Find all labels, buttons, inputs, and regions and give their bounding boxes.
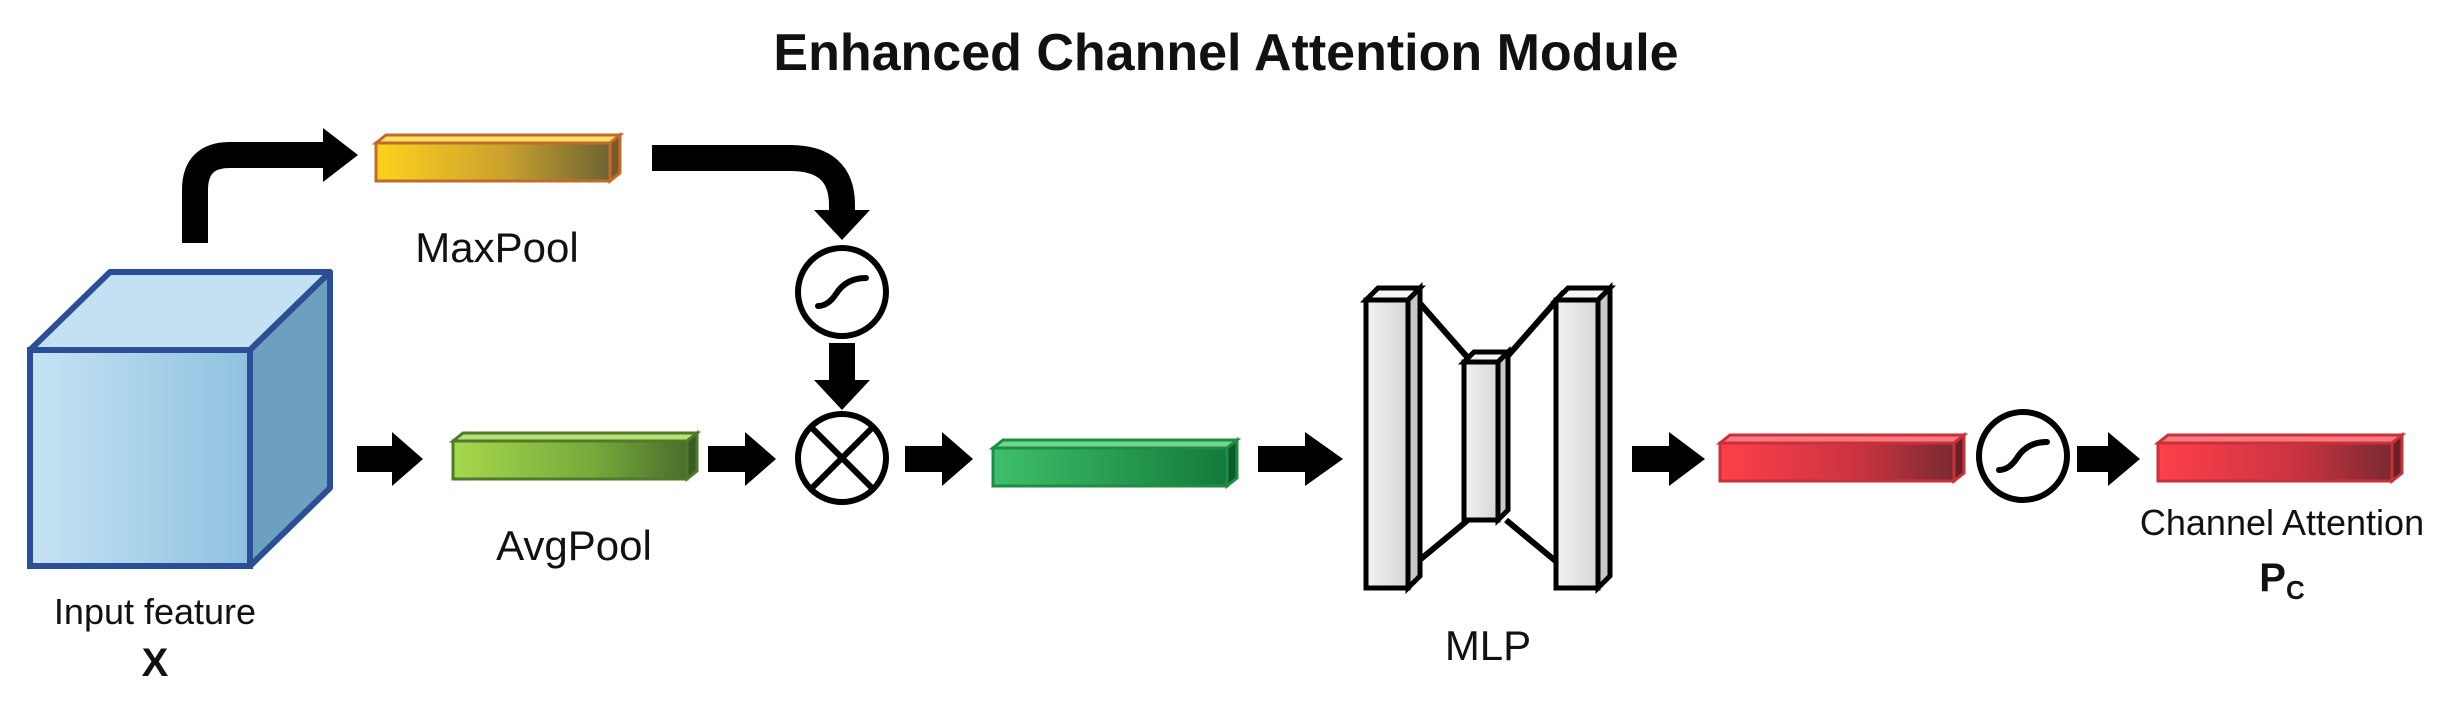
maxpool-label: MaxPool	[415, 224, 578, 271]
arrow-icon	[1258, 432, 1343, 486]
mlp-label: MLP	[1445, 622, 1531, 669]
arrow-icon	[357, 432, 423, 486]
channel-attention-label: Channel Attention	[2140, 502, 2424, 543]
output-symbol-subscript: C	[2286, 575, 2305, 605]
input-feature-label: Input feature	[54, 591, 256, 632]
arrow-icon	[905, 432, 973, 486]
weighted-feature-bar	[988, 436, 1242, 490]
avgpool-label: AvgPool	[496, 522, 652, 569]
mlp-block	[1359, 281, 1617, 595]
input-feature-symbol: X	[142, 641, 169, 685]
channel-attention-bar	[2153, 431, 2407, 485]
maxpool-bar	[371, 131, 625, 185]
mlp-output-bar	[1715, 431, 1969, 485]
sigmoid-icon	[795, 245, 889, 339]
arrow-icon	[2077, 432, 2140, 486]
arrow-icon	[1632, 432, 1705, 486]
diagram-title: Enhanced Channel Attention Module	[773, 24, 1678, 82]
channel-attention-symbol: PC	[2259, 556, 2305, 605]
arrow-icon	[708, 432, 776, 486]
arrow-icon	[182, 128, 358, 243]
arrow-icon	[814, 343, 870, 410]
output-symbol-main: P	[2259, 556, 2286, 600]
sigmoid-icon	[1976, 409, 2070, 503]
avgpool-bar	[448, 429, 702, 483]
input-feature-cube	[27, 269, 333, 569]
arrow-icon	[652, 145, 870, 240]
multiply-icon	[795, 411, 889, 505]
